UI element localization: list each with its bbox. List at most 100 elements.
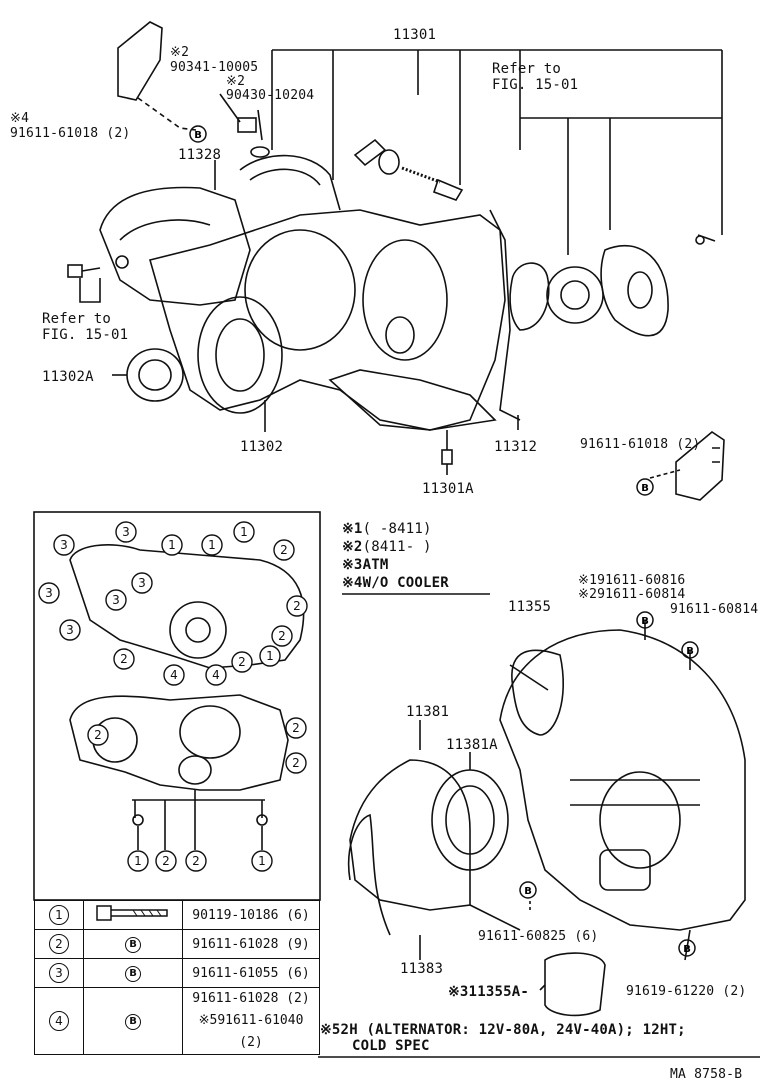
part-label-11328: 11328 bbox=[178, 147, 222, 163]
gasket-mark: 2 bbox=[87, 724, 109, 746]
gasket-mark: 3 bbox=[115, 521, 137, 543]
b-mark-icon: B bbox=[125, 965, 141, 982]
circled-number: 3 bbox=[49, 963, 69, 983]
svg-text:4: 4 bbox=[170, 668, 178, 682]
part-label-91611-60814-a: ※291611-60814 bbox=[578, 587, 686, 602]
gasket-mark: 2 bbox=[285, 752, 307, 774]
note-mark-4: ※4 bbox=[10, 111, 30, 126]
bolt-part-cell: 91611-61055 (6) bbox=[182, 958, 320, 988]
bolt-part-line: 91611-61028 (2) bbox=[192, 991, 310, 1006]
svg-text:3: 3 bbox=[112, 593, 120, 607]
svg-text:B: B bbox=[641, 483, 649, 494]
svg-text:1: 1 bbox=[134, 854, 142, 868]
legend-item: ※4W/O COOLER bbox=[342, 575, 449, 591]
part-label-90341-10005: 90341-10005 bbox=[170, 60, 259, 75]
part-label-91611-60825: 91611-60825 (6) bbox=[478, 929, 599, 944]
svg-text:2: 2 bbox=[120, 652, 128, 666]
bolt-key-cell: 2 bbox=[34, 929, 84, 959]
svg-text:2: 2 bbox=[292, 721, 300, 735]
part-label-90430-10204: 90430-10204 bbox=[226, 88, 315, 103]
svg-text:4: 4 bbox=[212, 668, 220, 682]
bolt-icon bbox=[96, 905, 168, 921]
bolt-icon-cell: B bbox=[83, 987, 183, 1055]
svg-text:B: B bbox=[686, 646, 694, 657]
gasket-mark: 4 bbox=[163, 664, 185, 686]
bolt-table: 1 90119-10186 (6) 2 B 91611-61028 (9) 3 … bbox=[34, 900, 320, 1055]
bolt-part-cell: 90119-10186 (6) bbox=[182, 900, 320, 930]
gasket-mark: 2 bbox=[185, 850, 207, 872]
bolt-icon-cell bbox=[83, 900, 183, 930]
gasket-mark: 3 bbox=[53, 534, 75, 556]
refer-label-left: Refer to bbox=[42, 311, 112, 327]
svg-text:1: 1 bbox=[258, 854, 266, 868]
svg-text:2: 2 bbox=[278, 629, 286, 643]
b-mark-end-plate-1: B bbox=[636, 611, 654, 629]
gasket-mark: 1 bbox=[259, 645, 281, 667]
svg-text:3: 3 bbox=[122, 525, 130, 539]
svg-text:B: B bbox=[683, 944, 691, 955]
footer-note: ※52H (ALTERNATOR: 12V-80A, 24V-40A); 12H… bbox=[320, 1022, 686, 1038]
b-mark-icon: B bbox=[125, 1013, 141, 1030]
table-row: 2 B 91611-61028 (9) bbox=[34, 929, 320, 959]
svg-text:2: 2 bbox=[280, 543, 288, 557]
note-mark-2: ※2 bbox=[170, 45, 190, 60]
gasket-mark: 3 bbox=[59, 619, 81, 641]
svg-text:2: 2 bbox=[292, 756, 300, 770]
refer-label-right-fig: FIG. 15-01 bbox=[492, 77, 579, 93]
svg-text:3: 3 bbox=[66, 623, 74, 637]
bolt-key-cell: 4 bbox=[34, 987, 84, 1055]
part-label-91619-61220: 91619-61220 (2) bbox=[626, 984, 747, 999]
refer-label-left-fig: FIG. 15-01 bbox=[42, 327, 129, 343]
part-label-11381A: 11381A bbox=[446, 737, 498, 753]
legend: ※1( -8411) ※2(8411- ) ※3ATM ※4W/O COOLER bbox=[342, 522, 449, 594]
gasket-mark: 2 bbox=[231, 651, 253, 673]
bolt-part-line: ※591611-61040 (2) bbox=[198, 1013, 304, 1050]
svg-text:3: 3 bbox=[60, 538, 68, 552]
part-label-11302: 11302 bbox=[240, 439, 284, 455]
gasket-mark: 2 bbox=[285, 717, 307, 739]
part-label-91611-61018-top: 91611-61018 (2) bbox=[10, 126, 131, 141]
b-mark-end-plate-3: B bbox=[678, 939, 696, 957]
b-mark-right-bracket: B bbox=[636, 478, 654, 496]
part-label-11355A: ※311355A- bbox=[448, 984, 529, 1000]
bolt-icon-cell: B bbox=[83, 958, 183, 988]
gasket-mark: 2 bbox=[286, 595, 308, 617]
refer-label-right: Refer to bbox=[492, 61, 562, 77]
svg-text:2: 2 bbox=[192, 854, 200, 868]
svg-text:2: 2 bbox=[94, 728, 102, 742]
gasket-mark: 2 bbox=[113, 648, 135, 670]
table-row: 1 90119-10186 (6) bbox=[34, 900, 320, 930]
part-label-11301: 11301 bbox=[393, 27, 437, 43]
gasket-mark: 4 bbox=[205, 664, 227, 686]
part-label-91611-60816: ※191611-60816 bbox=[578, 573, 686, 588]
svg-text:B: B bbox=[524, 886, 532, 897]
gasket-mark: 1 bbox=[161, 534, 183, 556]
svg-text:2: 2 bbox=[238, 655, 246, 669]
b-mark-top-left: B bbox=[189, 125, 207, 143]
part-label-11355: 11355 bbox=[508, 599, 552, 615]
gasket-mark: 1 bbox=[201, 534, 223, 556]
legend-item: ※3ATM bbox=[342, 557, 389, 573]
b-mark-icon: B bbox=[125, 936, 141, 953]
gasket-mark: 1 bbox=[233, 521, 255, 543]
svg-text:2: 2 bbox=[162, 854, 170, 868]
part-label-11383: 11383 bbox=[400, 961, 444, 977]
svg-text:B: B bbox=[641, 616, 649, 627]
table-row: 3 B 91611-61055 (6) bbox=[34, 958, 320, 988]
part-label-11301A: 11301A bbox=[422, 481, 474, 497]
svg-text:1: 1 bbox=[240, 525, 248, 539]
part-label-11312: 11312 bbox=[494, 439, 538, 455]
part-label-11381: 11381 bbox=[406, 704, 450, 720]
gasket-mark: 3 bbox=[38, 582, 60, 604]
legend-item: ※1( -8411) bbox=[342, 521, 432, 537]
circled-number: 2 bbox=[49, 934, 69, 954]
svg-text:1: 1 bbox=[266, 649, 274, 663]
svg-text:3: 3 bbox=[138, 576, 146, 590]
part-label-11302A: 11302A bbox=[42, 369, 94, 385]
gasket-mark: 2 bbox=[271, 625, 293, 647]
gasket-mark: 3 bbox=[105, 589, 127, 611]
circled-number: 4 bbox=[49, 1011, 69, 1031]
bolt-part-cell: 91611-61028 (2) ※591611-61040 (2) bbox=[182, 987, 320, 1055]
part-label-91611-60814-b: 91611-60814 bbox=[670, 602, 759, 617]
gasket-mark: 2 bbox=[155, 850, 177, 872]
